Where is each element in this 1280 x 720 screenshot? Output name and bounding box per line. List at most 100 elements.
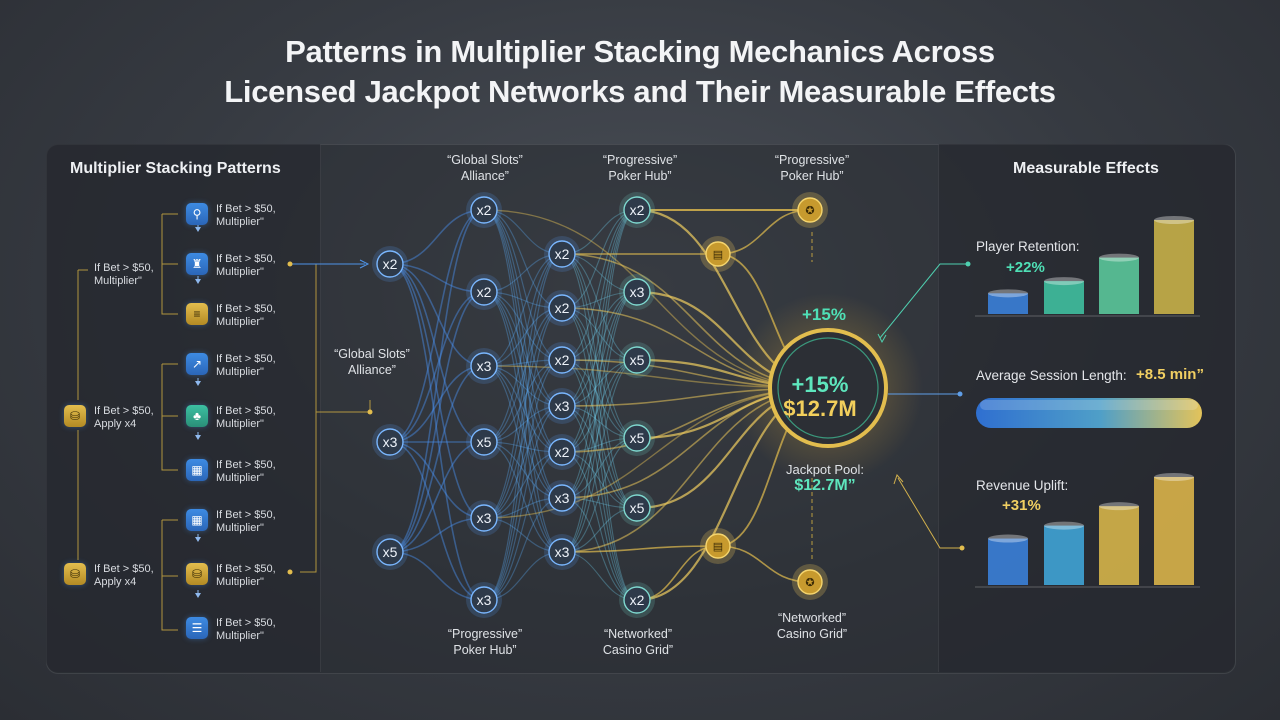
apply-step-1: ⛁ If Bet > $50,Apply x4: [64, 405, 154, 431]
label-line: Casino Grid”: [602, 643, 674, 657]
network-edge: [483, 307, 563, 443]
step-text: Multiplier": [216, 216, 264, 228]
network-edge: [389, 209, 485, 553]
network-edge: [389, 263, 485, 293]
node-label: x3: [477, 592, 492, 608]
label-line: “Networked”: [777, 611, 847, 625]
title-line-1: Patterns in Multiplier Stacking Mechanic…: [285, 34, 995, 69]
effect-bar: [1154, 477, 1194, 585]
step-9: ☰ If Bet > $50,Multiplier": [186, 617, 276, 643]
effect-bar: [1154, 220, 1194, 314]
network-edge: [483, 291, 563, 453]
node-label: x3: [555, 398, 570, 414]
node-label: x3: [383, 434, 398, 450]
step-text: If Bet > $50,: [216, 303, 276, 315]
network-node-c3: x2: [544, 342, 580, 378]
network-node-d6: x2: [619, 582, 655, 618]
retention-bar-chart: [988, 216, 1194, 314]
network-edge: [483, 253, 563, 601]
node-label: x2: [555, 352, 570, 368]
network-node-d3: x5: [619, 342, 655, 378]
coins-icon: ⛁: [64, 563, 86, 585]
step-text: If Bet > $50,: [216, 617, 276, 629]
network-edge: [561, 291, 638, 553]
network-node-b1: x2: [466, 192, 502, 228]
step-text: If Bet > $50,: [216, 253, 276, 265]
network-edge: [483, 291, 563, 553]
session-label: Average Session Length:: [976, 368, 1127, 383]
network-edge: [389, 365, 485, 553]
network-edge: [561, 291, 638, 453]
network-node-b5: x3: [466, 500, 502, 536]
session-value: +8.5 min”: [1136, 366, 1204, 383]
network-label-global-slots-mid: “Global Slots”Alliance”: [312, 346, 432, 378]
step-text: Multiplier": [216, 366, 264, 378]
step-text: Multiplier": [216, 418, 264, 430]
network-edge: [717, 545, 811, 583]
step-5: ♣ If Bet > $50,Multiplier": [186, 405, 276, 431]
side-text: If Bet > $50,: [94, 262, 154, 274]
network-label-poker-hub-right: “Progressive”Poker Hub”: [752, 152, 872, 184]
network-node-d5: x5: [619, 490, 655, 526]
node-label: x3: [477, 510, 492, 526]
network-edge: [561, 405, 638, 601]
coin-icon: ▤: [713, 541, 723, 553]
grid-icon: ▦: [186, 509, 208, 531]
label-line: “Global Slots”: [334, 347, 410, 361]
network-node-d4: x5: [619, 420, 655, 456]
network-edge: [561, 307, 638, 601]
right-panel-title: Measurable Effects: [1013, 160, 1159, 177]
side-text: Multiplier": [94, 275, 142, 287]
network-edge: [389, 291, 485, 553]
step-text: Multiplier": [216, 576, 264, 588]
network-edge: [561, 253, 638, 509]
node-label: x5: [383, 544, 398, 560]
step-1: ⚲ If Bet > $50,Multiplier": [186, 203, 276, 229]
step-8: ⛁ If Bet > $50,Multiplier": [186, 563, 276, 589]
coin-icon: ▤: [713, 249, 723, 261]
network-edge: [483, 209, 563, 499]
list-icon: ≡: [186, 303, 208, 325]
network-edge: [483, 209, 563, 553]
label-line: Casino Grid”: [776, 627, 848, 641]
network-edge: [561, 209, 638, 553]
coin-icon: ✪: [805, 205, 814, 217]
step-text: If Bet > $50,: [216, 563, 276, 575]
effect-bar: [1044, 525, 1084, 585]
grid-icon: ▦: [186, 459, 208, 481]
step-7: ▦ If Bet > $50,Multiplier": [186, 509, 276, 535]
network-edge: [561, 359, 638, 553]
label-line: Alliance”: [461, 169, 509, 183]
network-edge: [483, 365, 563, 553]
step-text: If Bet > $50,: [216, 405, 276, 417]
network-edge: [389, 551, 485, 601]
node-label: x2: [383, 256, 398, 272]
left-panel-title: Multiplier Stacking Patterns: [70, 160, 281, 177]
network-edge: [389, 441, 485, 601]
network-nodes: x2x3x5x2x2x3x5x3x3x2x2x2x3x2x3x3x2x3x5x5…: [372, 192, 828, 618]
jackpot-node-g3: ▤: [700, 528, 736, 564]
network-edge: [389, 441, 485, 553]
jackpot-hub-ring: [768, 328, 888, 448]
step-text: If Bet > $50,: [216, 203, 276, 215]
label-line: Jackpot Pool:: [785, 462, 865, 477]
network-node-a3: x5: [372, 534, 408, 570]
network-node-a1: x2: [372, 246, 408, 282]
effect-bar: [1099, 506, 1139, 585]
network-edge: [483, 451, 563, 601]
network-node-b4: x5: [466, 424, 502, 460]
effect-bar-cap: [1099, 253, 1139, 262]
doc-icon: ☰: [186, 617, 208, 639]
network-edge: [483, 291, 563, 499]
network-edge: [389, 263, 485, 367]
effect-bar: [988, 538, 1028, 585]
network-edge: [483, 209, 563, 361]
step-text: Multiplier": [216, 522, 264, 534]
node-label: x5: [630, 352, 645, 368]
label-line: “Networked”: [603, 627, 673, 641]
network-edge: [483, 359, 563, 519]
network-label-poker-hub-top: “Progressive”Poker Hub”: [580, 152, 700, 184]
network-edge: [389, 291, 485, 443]
effect-bar-cap: [988, 534, 1028, 543]
